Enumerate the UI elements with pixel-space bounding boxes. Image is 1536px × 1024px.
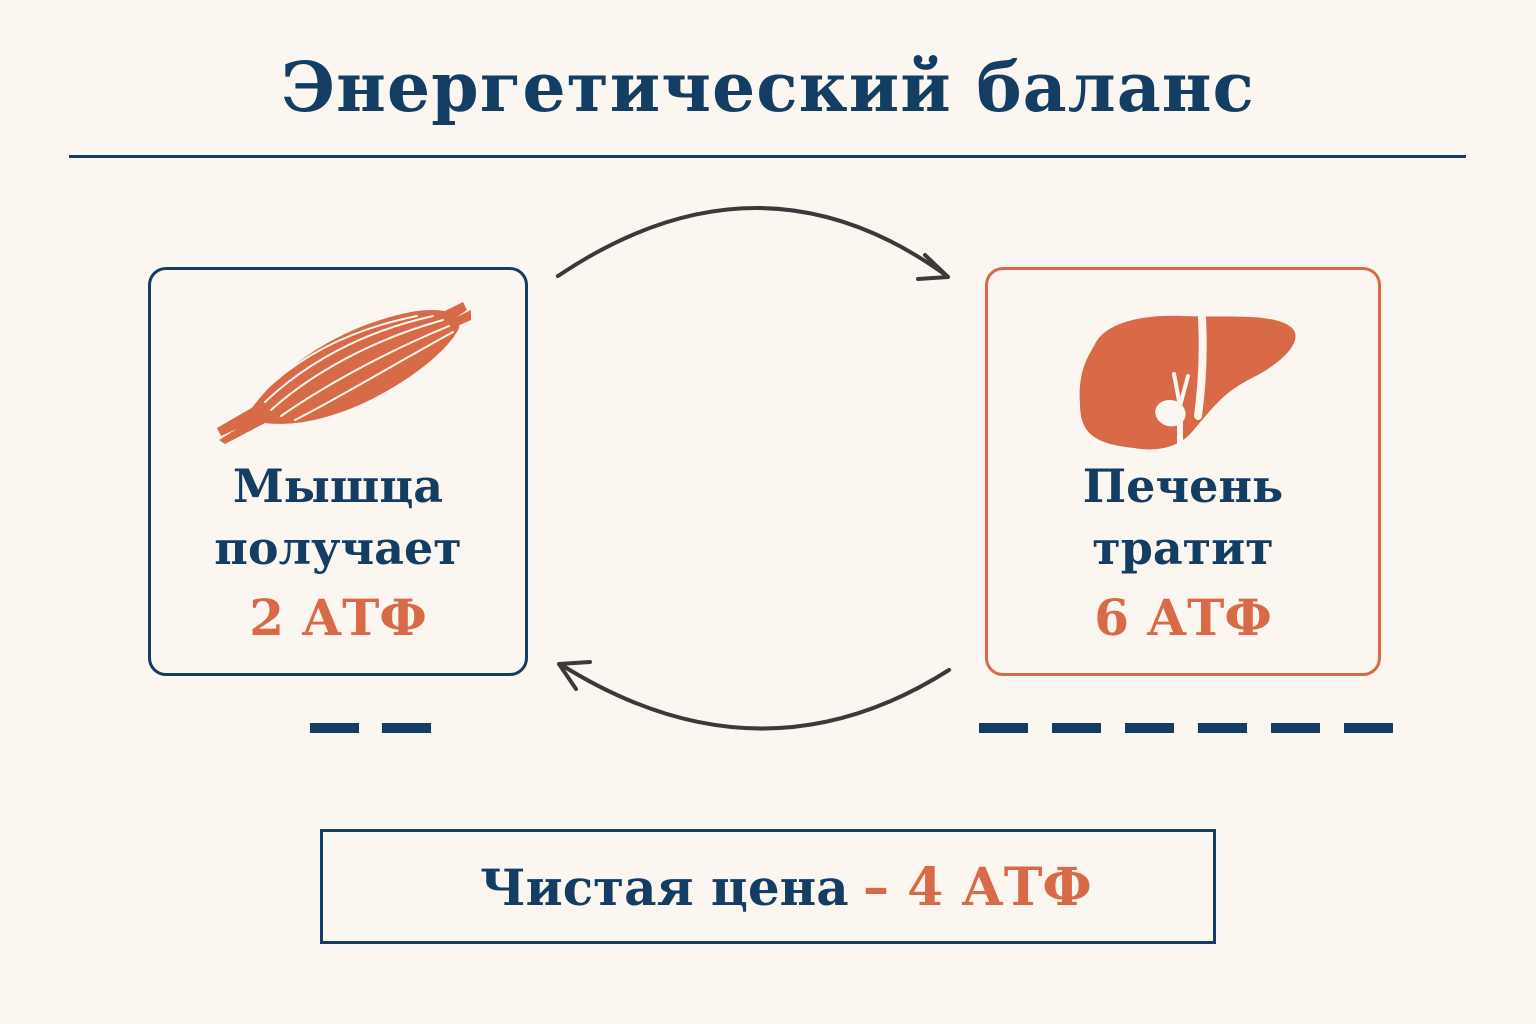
title-divider xyxy=(69,155,1466,158)
muscle-label-line1: Мышца xyxy=(232,459,444,513)
arrow-muscle-to-liver xyxy=(556,206,949,278)
liver-atp-dash xyxy=(1198,723,1247,733)
net-cost-value: – 4 АТФ xyxy=(863,857,1092,918)
liver-atp-dash xyxy=(1271,723,1320,733)
net-cost-label: Чистая цена xyxy=(480,858,849,917)
muscle-icon xyxy=(217,302,471,444)
liver-card: Печень тратит 6 АТФ xyxy=(985,267,1381,676)
liver-atp-dash xyxy=(979,723,1028,733)
liver-atp-value: 6 АТФ xyxy=(1094,588,1272,647)
muscle-label-line2: получает xyxy=(214,521,462,575)
liver-atp-dash xyxy=(1052,723,1101,733)
arrow-liver-to-muscle xyxy=(558,662,951,731)
arrowhead-top xyxy=(916,253,950,281)
muscle-atp-dash xyxy=(310,723,359,733)
net-cost-box: Чистая цена – 4 АТФ xyxy=(320,829,1216,944)
liver-atp-dash xyxy=(1125,723,1174,733)
liver-atp-dashes xyxy=(979,723,1393,733)
muscle-atp-dash xyxy=(382,723,431,733)
liver-label-line1: Печень xyxy=(1082,459,1284,513)
liver-atp-dash xyxy=(1344,723,1393,733)
muscle-atp-dashes xyxy=(310,723,431,733)
liver-icon xyxy=(1079,314,1296,456)
page-title: Энергетический баланс xyxy=(281,48,1255,128)
liver-label-line2: тратит xyxy=(1092,521,1274,575)
muscle-card: Мышца получает 2 АТФ xyxy=(148,267,528,676)
arrowhead-bottom xyxy=(557,660,592,691)
muscle-atp-value: 2 АТФ xyxy=(249,588,427,647)
